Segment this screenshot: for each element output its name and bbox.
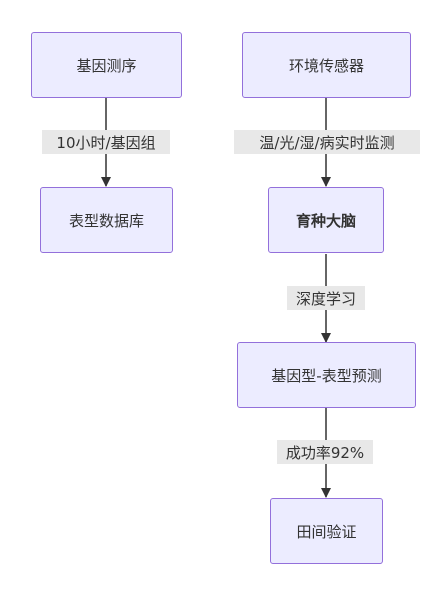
- node-phenotype-database[interactable]: 表型数据库: [40, 187, 173, 253]
- edge-label-sequencing-speed: 10小时/基因组: [42, 130, 170, 154]
- node-environment-sensor-label: 环境传感器: [288, 56, 364, 75]
- node-genotype-phenotype-prediction[interactable]: 基因型-表型预测: [237, 342, 416, 408]
- edge-label-realtime-monitoring: 温/光/湿/病实时监测: [234, 130, 420, 154]
- node-gene-sequencing-label: 基因测序: [76, 56, 137, 75]
- edge-label-deep-learning: 深度学习: [287, 286, 365, 310]
- node-phenotype-database-label: 表型数据库: [68, 211, 144, 230]
- node-field-validation[interactable]: 田间验证: [270, 498, 383, 564]
- node-breeding-brain-label: 育种大脑: [295, 211, 356, 230]
- node-breeding-brain[interactable]: 育种大脑: [268, 187, 384, 253]
- node-environment-sensor[interactable]: 环境传感器: [242, 32, 411, 98]
- edge-label-success-rate: 成功率92%: [277, 440, 373, 464]
- node-gene-sequencing[interactable]: 基因测序: [31, 32, 182, 98]
- node-genotype-phenotype-prediction-label: 基因型-表型预测: [271, 366, 382, 385]
- node-field-validation-label: 田间验证: [296, 522, 357, 541]
